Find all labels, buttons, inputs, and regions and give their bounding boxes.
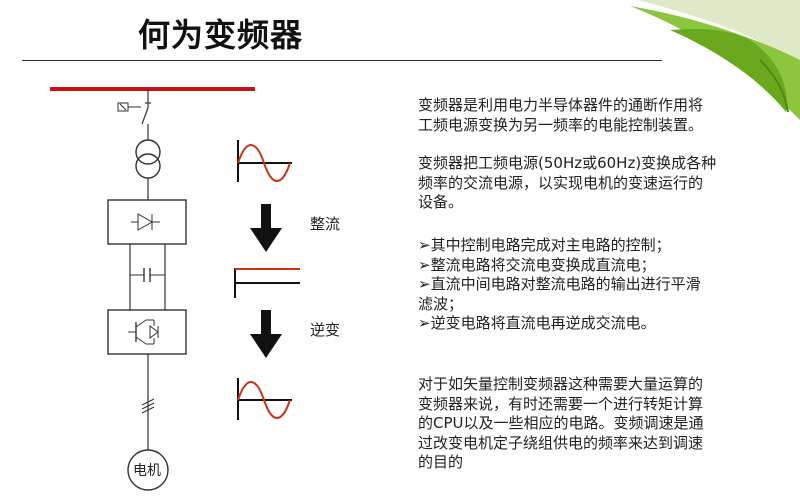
down-arrow-icon [250,204,282,252]
list-item: ➢整流电路将交流电变换成直流电； [418,256,701,276]
slide-title: 何为变频器 [138,16,304,54]
motor-icon [127,449,169,491]
bullet-list: ➢其中控制电路完成对主电路的控制； ➢整流电路将交流电变换成直流电； ➢直流中间… [418,236,701,334]
down-arrow-icon [250,310,282,358]
text-line: 的目的 [418,453,464,471]
text-line: 变频器把工频电源(50Hz或60Hz)变换成各种 [418,154,717,172]
text-line: 设备。 [418,193,464,211]
bullet-arrow-icon: ➢ [418,314,431,332]
text-line: 过改变电机定子绕组供电的频率来达到调速 [418,433,704,452]
list-item-text: 其中控制电路完成对主电路的控制； [430,236,671,254]
function-paragraph: 变频器把工频电源(50Hz或60Hz)变换成各种 频率的交流电源，以实现电机的变… [418,154,716,213]
list-item: ➢其中控制电路完成对主电路的控制； [418,236,701,256]
list-item: ➢逆变电路将直流电再逆成交流电。 [418,314,701,334]
rectifier-block [107,199,187,245]
inverter-label: 逆变 [310,321,341,339]
text-line: 频率的交流电源，以实现电机的变速运行的 [418,173,704,192]
dc-link-capacitor-icon [130,268,165,282]
list-item-text: 直流中间电路对整流电路的输出进行平滑 [430,275,701,293]
bullet-arrow-icon: ➢ [418,275,431,293]
motor-label: 电机 [133,463,161,479]
list-item-text: 整流电路将交流电变换成直流电； [430,255,656,274]
three-phase-marker-icon [141,398,155,414]
circuit-breaker-icon [117,102,151,140]
text-line: 的CPU以及一些相应的电路。变频调速是通 [418,414,704,432]
text-line: 变频器来说，有时还需要一个进行转矩计算 [418,394,704,413]
output-ac-waveform [237,378,292,420]
leaf-decoration [630,0,800,120]
text-line: 对于如矢量控制变频器这种需要大量运算的 [418,375,704,393]
title-divider [22,60,662,61]
list-item: ➢直流中间电路对整流电路的输出进行平滑 [418,275,701,295]
input-ac-waveform [237,140,292,182]
transformer-icon [135,139,161,179]
list-item-text: 逆变电路将直流电再逆成交流电。 [430,314,656,332]
text-line: 工频电源变换为另一频率的电能控制装置。 [418,115,704,134]
vector-control-paragraph: 对于如矢量控制变频器这种需要大量运算的 变频器来说，有时还需要一个进行转矩计算 … [418,375,704,473]
definition-paragraph: 变频器是利用电力半导体器件的通断作用将 工频电源变换为另一频率的电能控制装置。 [418,96,703,135]
bullet-arrow-icon: ➢ [418,255,431,274]
text-line: 变频器是利用电力半导体器件的通断作用将 [418,96,704,114]
rectifier-label: 整流 [310,215,341,233]
list-item-continuation: 滤波； [418,294,464,313]
bullet-arrow-icon: ➢ [418,236,431,254]
inverter-block [107,309,187,355]
dc-waveform [234,268,300,298]
